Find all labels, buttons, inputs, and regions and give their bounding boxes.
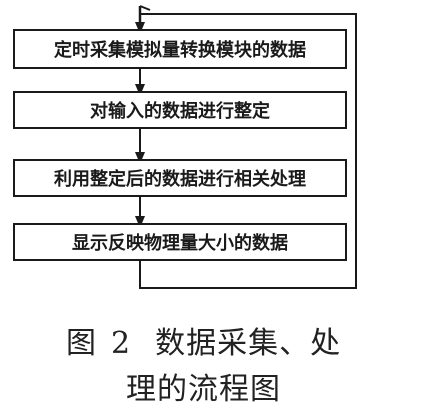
entry-arrow-tick <box>139 5 151 11</box>
figure-title-part-1: 数据采集、处 <box>155 326 342 361</box>
step-box-1 <box>13 29 347 69</box>
step-text-3: 利用整定后的数据进行相关处理 <box>54 168 306 190</box>
figure-number: 2 <box>111 326 132 361</box>
step-text-1: 定时采集模拟量转换模块的数据 <box>54 39 306 61</box>
step-text-4: 显示反映物理量大小的数据 <box>72 232 288 254</box>
step-box-4 <box>13 223 347 261</box>
figure-caption-line-2: 理的流程图 <box>0 364 448 408</box>
step-box-3 <box>13 159 347 197</box>
figure-label: 图 <box>66 326 97 361</box>
loop-back-line <box>139 13 357 289</box>
figure-title-part-2: 理的流程图 <box>126 372 281 407</box>
step-box-2 <box>13 91 347 129</box>
step-text-2: 对输入的数据进行整定 <box>90 100 270 122</box>
